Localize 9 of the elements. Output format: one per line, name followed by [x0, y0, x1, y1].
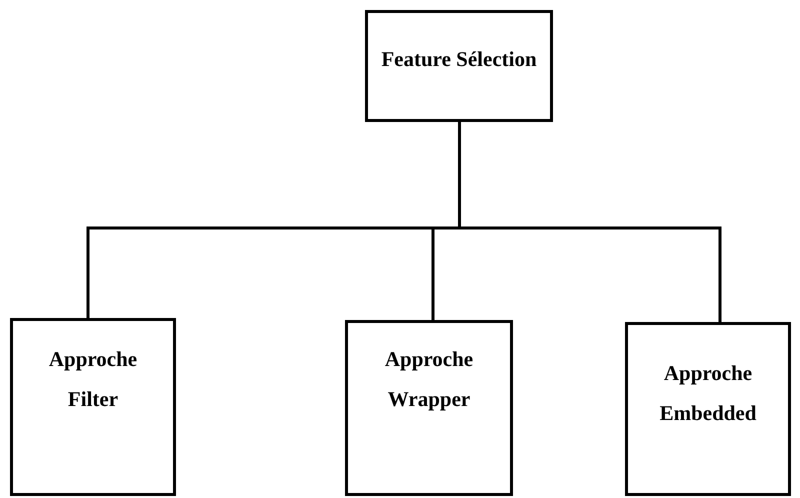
connector-line — [458, 122, 722, 322]
box-label: Approche Embedded — [658, 360, 758, 427]
box-label: Feature Sélection — [380, 46, 538, 73]
category-box — [10, 318, 176, 496]
category-box — [625, 322, 791, 496]
category-box — [345, 320, 513, 496]
box-label: Approche Filter — [48, 346, 138, 413]
root-box — [365, 10, 553, 122]
box-label: Approche Wrapper — [384, 346, 474, 413]
